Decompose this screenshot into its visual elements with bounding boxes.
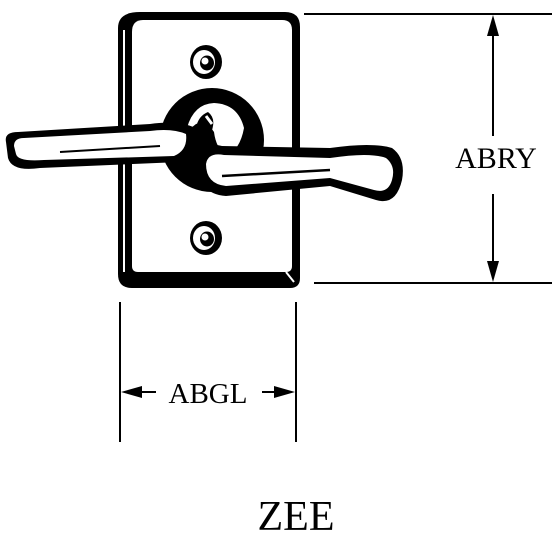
height-dimension: [304, 13, 552, 284]
width-dimension: [119, 302, 297, 442]
figure-caption: ZEE: [258, 494, 335, 540]
width-label: ABGL: [169, 378, 248, 410]
down-arrow-icon: [487, 261, 499, 282]
bottom-screw-icon: [190, 221, 222, 255]
height-label: ABRY: [455, 142, 537, 175]
lever-handle: [5, 88, 403, 202]
left-arrow-icon: [121, 386, 142, 398]
top-screw-icon: [190, 45, 222, 79]
right-arrow-icon: [274, 386, 295, 398]
up-arrow-icon: [487, 15, 499, 36]
